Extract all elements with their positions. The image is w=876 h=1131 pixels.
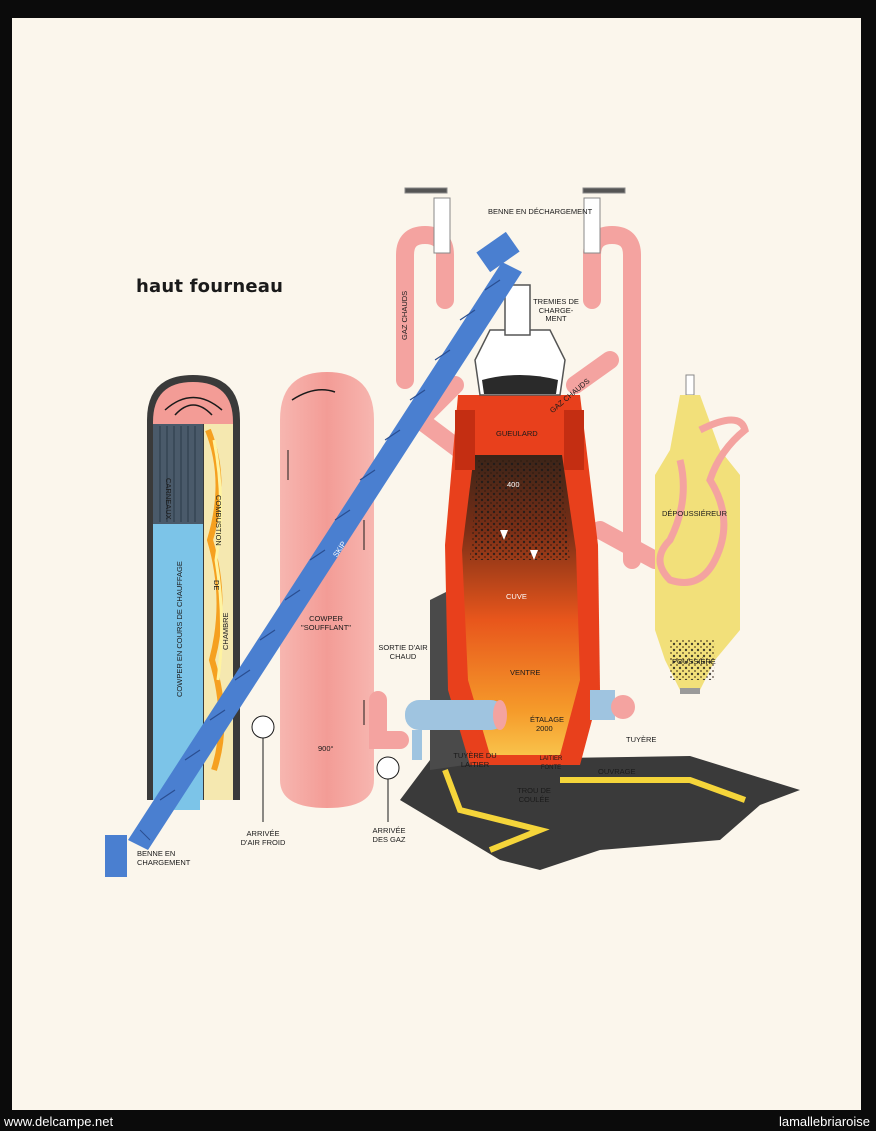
chimneys (404, 187, 626, 254)
label-tuyere: TUYÈRE (626, 735, 657, 744)
label-carneaux: CARNEAUX (164, 478, 173, 520)
label-benne-chargement: BENNE EN CHARGEMENT (137, 849, 191, 867)
page-title: haut fourneau (136, 276, 284, 297)
label-de: DE (212, 580, 221, 591)
gas-pipes (369, 225, 664, 749)
label-combustion: COMBUSTION (214, 495, 223, 546)
label-tuyere-laitier: TUYÈRE DU LAITIER (453, 751, 497, 769)
label-etalage: ÉTALAGE (530, 715, 565, 724)
ground-slab (400, 756, 800, 870)
label-gaz-chauds-left: GAZ CHAUDS (400, 290, 409, 340)
label-ventre: VENTRE (510, 668, 541, 677)
air-ring (405, 690, 635, 760)
skip-conveyor (105, 231, 522, 877)
label-laitier-fonte: LAITIER FONTE (539, 756, 563, 771)
footer-left: www.delcampe.net (4, 1114, 114, 1129)
label-cowper-soufflant: COWPER "SOUFFLANT" (301, 614, 351, 632)
label-cowper-chauffage: COWPER EN COURS DE CHAUFFAGE (175, 561, 184, 697)
label-gueulard: GUEULARD (496, 429, 538, 438)
dust-collector (655, 374, 749, 694)
label-400: 400 (507, 480, 520, 489)
valves (251, 715, 400, 822)
footer-right: lamallebriaroise (778, 1114, 870, 1129)
label-sortie-air: SORTIE D'AIR CHAUD (378, 643, 428, 661)
label-900: 900° (318, 744, 334, 753)
label-chambre: CHAMBRE (221, 612, 230, 650)
label-depoussiereur: DÉPOUSSIÉREUR (662, 509, 728, 518)
label-cuve: CUVE (506, 592, 527, 601)
label-tremies: TREMIES DE CHARGE-MENT (533, 297, 579, 323)
label-arrivee-gaz: ARRIVÉE DES GAZ (372, 826, 406, 844)
label-poussiere: POUSSIÈRE (672, 657, 716, 666)
furnace-shell (445, 395, 600, 765)
cowper-blowing (280, 372, 374, 808)
charging-hopper (474, 284, 566, 396)
label-arrivee-air: ARRIVÉE D'AIR FROID (240, 829, 286, 847)
label-2000: 2000 (536, 724, 553, 733)
label-ouvrage: OUVRAGE (598, 767, 636, 776)
label-trou-coulee: TROU DE COULÉE (517, 786, 551, 804)
label-benne-dechargement: BENNE EN DÉCHARGEMENT (488, 207, 593, 216)
